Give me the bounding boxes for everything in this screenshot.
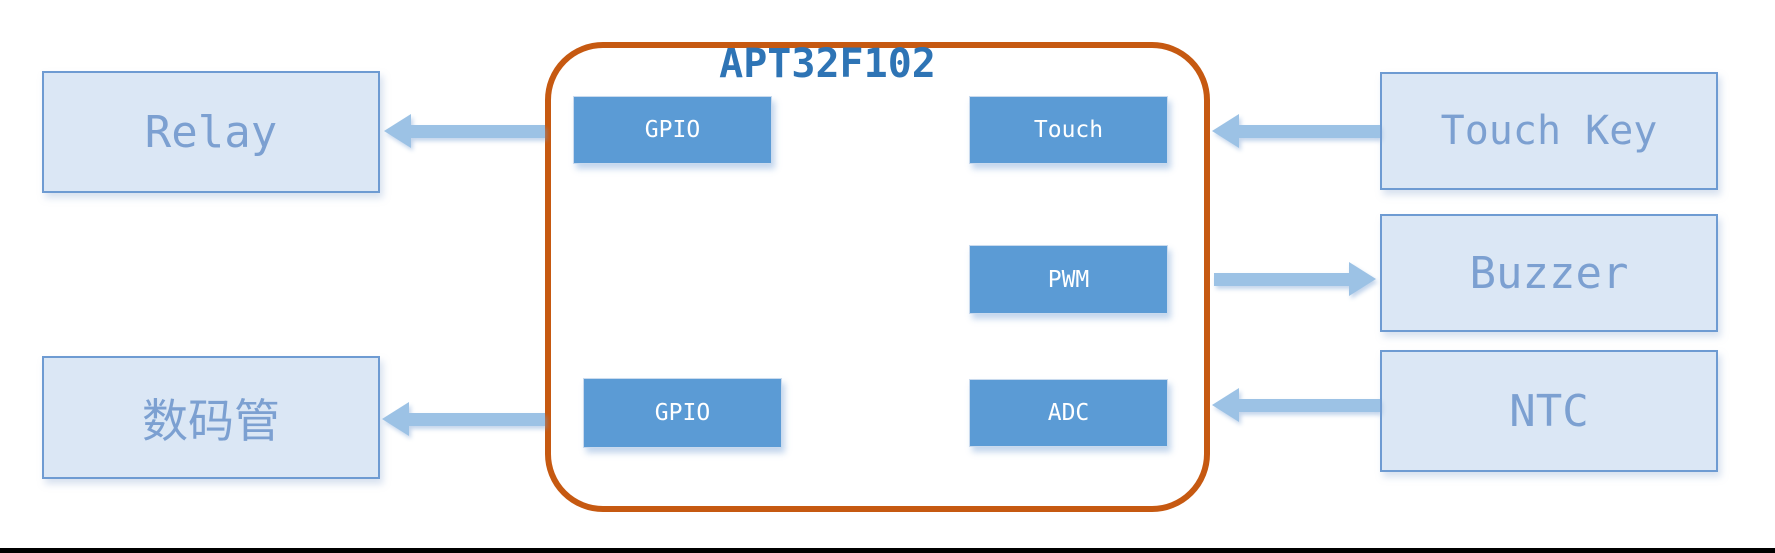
- peripheral-relay-label: Relay: [144, 106, 278, 158]
- window-bottom-edge: [0, 548, 1775, 553]
- arrow-ntc-to-adc: [1212, 388, 1380, 422]
- peripheral-touch-key-label: Touch Key: [1440, 108, 1658, 154]
- module-gpio-top: GPIO: [573, 96, 772, 164]
- peripheral-buzzer: Buzzer: [1380, 214, 1718, 332]
- module-gpio-top-label: GPIO: [644, 117, 701, 143]
- arrowhead-right-icon: [1349, 262, 1376, 296]
- module-gpio-bottom: GPIO: [583, 378, 782, 448]
- peripheral-ntc: NTC: [1380, 350, 1718, 472]
- module-pwm-label: PWM: [1047, 266, 1090, 293]
- module-adc-label: ADC: [1047, 400, 1090, 426]
- module-gpio-bottom-label: GPIO: [654, 400, 711, 426]
- arrow-pwm-to-buzzer: [1214, 262, 1376, 296]
- arrowhead-left-icon: [382, 402, 409, 436]
- peripheral-digital-tube-label: 数码管: [142, 393, 280, 448]
- mcu-title: APT32F102: [719, 41, 936, 87]
- arrow-gpio-to-digital-tube: [382, 402, 545, 436]
- peripheral-digital-tube: 数码管: [42, 356, 380, 479]
- module-adc: ADC: [969, 379, 1168, 447]
- peripheral-relay: Relay: [42, 71, 380, 193]
- module-touch-label: Touch: [1033, 117, 1104, 143]
- peripheral-ntc-label: NTC: [1509, 385, 1589, 437]
- arrowhead-left-icon: [1212, 388, 1239, 422]
- arrow-touch-key-to-touch: [1212, 114, 1380, 148]
- arrowhead-left-icon: [1212, 114, 1239, 148]
- arrow-gpio-to-relay: [384, 114, 545, 148]
- module-touch: Touch: [969, 96, 1168, 164]
- arrowhead-left-icon: [384, 114, 411, 148]
- peripheral-buzzer-label: Buzzer: [1469, 247, 1629, 299]
- peripheral-touch-key: Touch Key: [1380, 72, 1718, 190]
- module-pwm: PWM: [969, 245, 1168, 314]
